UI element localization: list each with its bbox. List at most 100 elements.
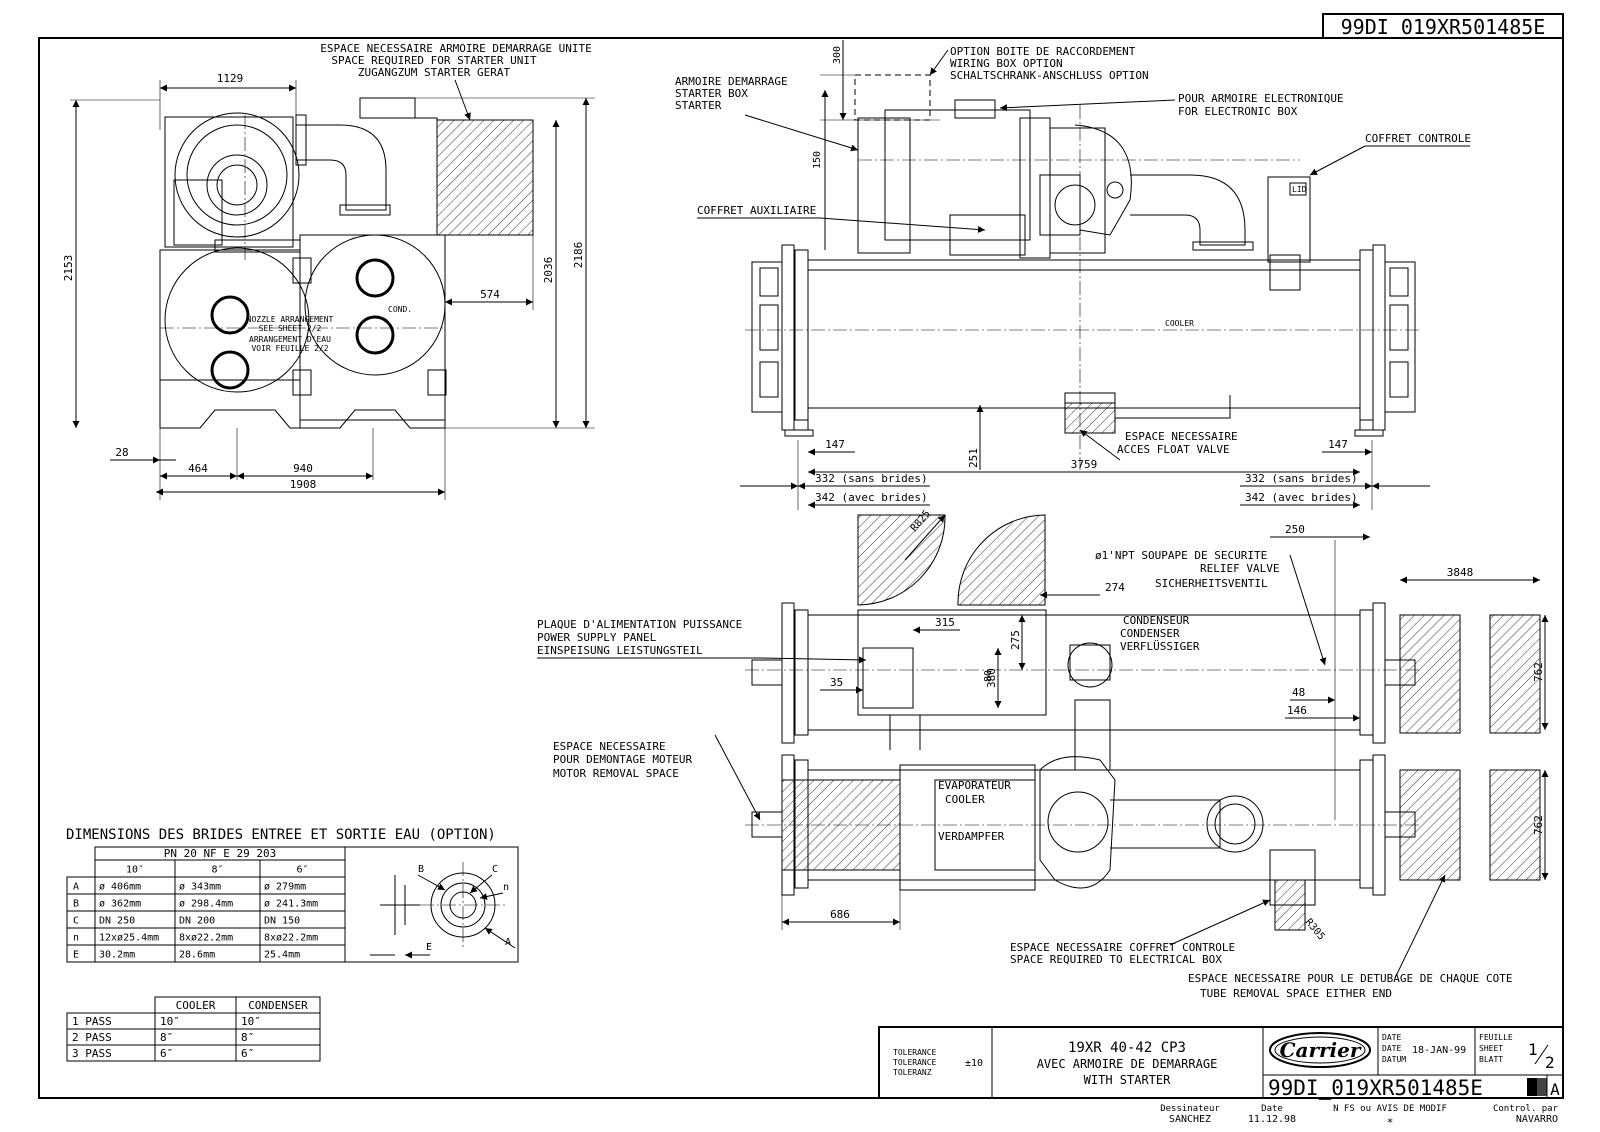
flange-cell-text: B (73, 899, 79, 910)
date-label-1: DATE (1382, 1033, 1401, 1042)
dim-2036: 2036 (542, 257, 555, 284)
condenser-3: VERFLÜSSIGER (1120, 640, 1200, 653)
flange-cell-text: 8xø22.2mm (264, 933, 318, 944)
flange-cell-text: 8xø22.2mm (179, 933, 233, 944)
evaporator-2: COOLER (945, 793, 985, 806)
flange-cell-text: ø 298.4mm (179, 899, 233, 910)
nozzle-note-1: NOZZLE ARRANGEMENT (247, 315, 334, 324)
flange-symbol-frame (344, 846, 519, 963)
dim-150: 150 (812, 151, 823, 169)
tube-removal-2: TUBE REMOVAL SPACE EITHER END (1200, 987, 1392, 1000)
control-box-space-1: ESPACE NECESSAIRE COFFRET CONTROLE (1010, 941, 1235, 954)
flange-c-label: C (492, 864, 498, 875)
pass-cell-text: 2 PASS (72, 1031, 112, 1044)
flange-cell (66, 944, 96, 963)
dim-147-left: 147 (825, 438, 845, 451)
power-panel-3: EINSPEISUNG LEISTUNGSTEIL (537, 644, 703, 657)
motor-removal-3: MOTOR REMOVAL SPACE (553, 767, 679, 780)
flange-cell (66, 910, 96, 929)
flange-cell-text: ø 362mm (99, 899, 141, 910)
drawing-number: 99DI_019XR501485E (1341, 15, 1546, 39)
flange-cell-text: DN 150 (264, 916, 300, 927)
title-line-1: 19XR 40-42 CP3 (1068, 1040, 1186, 1056)
flange-cell-text: ø 406mm (99, 882, 141, 893)
dim-275: 275 (1009, 630, 1022, 650)
flange-cell-text: n (73, 933, 79, 944)
flange-cell-text: 10″ (126, 865, 144, 876)
carrier-logo (1269, 1032, 1371, 1068)
flange-b-label: B (418, 864, 424, 875)
title-line-2: AVEC ARMOIRE DE DEMARRAGE (1037, 1057, 1218, 1071)
avec-brides-right: 342 (avec brides) (1245, 491, 1358, 504)
starter-box-3: STARTER (675, 99, 722, 112)
electronic-box-1: POUR ARMOIRE ELECTRONIQUE (1178, 92, 1344, 105)
starter-space-note-2: SPACE REQUIRED FOR STARTER UNIT (331, 54, 537, 67)
flange-cell-text: ø 241.3mm (264, 899, 318, 910)
dim-251: 251 (967, 448, 980, 468)
dim-380: 380 (985, 668, 998, 688)
flange-cell-text: 28.6mm (179, 950, 215, 961)
flange-cell-text: 8″ (211, 865, 223, 876)
flange-dimensions: DIMENSIONS DES BRIDES ENTREE ET SORTIE E… (66, 827, 519, 963)
lid-label: LID (1292, 185, 1307, 194)
title-line-3: WITH STARTER (1084, 1073, 1171, 1087)
option-box-3: SCHALTSCHRANK-ANSCHLUSS OPTION (950, 69, 1149, 82)
tolerance-label-3: TOLERANZ (893, 1068, 932, 1077)
starter-box-1: ARMOIRE DEMARRAGE (675, 75, 788, 88)
coffret-controle: COFFRET CONTROLE (1365, 132, 1471, 145)
motor-removal-1: ESPACE NECESSAIRE (553, 740, 666, 753)
flange-cell-text: C (73, 916, 79, 927)
flange-cell-text: DN 200 (179, 916, 215, 927)
dim-574: 574 (480, 288, 500, 301)
pass-cell-text: COOLER (176, 999, 216, 1012)
flange-table-title: DIMENSIONS DES BRIDES ENTREE ET SORTIE E… (66, 827, 496, 843)
starter-box-2: STARTER BOX (675, 87, 748, 100)
pass-cell-text: 8″ (160, 1031, 173, 1044)
dim-250: 250 (1285, 523, 1305, 536)
revision: A (1550, 1080, 1560, 1099)
sans-brides-left: 332 (sans brides) (815, 472, 928, 485)
sheet-label-1: FEUILLE (1479, 1033, 1513, 1042)
nozzle-note-3: ARRANGEMENT D'EAU (249, 335, 331, 344)
flange-cell-text: 30.2mm (99, 950, 135, 961)
control-box-space-2: SPACE REQUIRED TO ELECTRICAL BOX (1010, 953, 1222, 966)
dim-300: 300 (832, 46, 843, 64)
drawing-number-box: 99DI_019XR501485E (1322, 13, 1564, 39)
power-panel-2: POWER SUPPLY PANEL (537, 631, 657, 644)
date-label-3: DATUM (1382, 1055, 1406, 1064)
flange-cell-text: DN 250 (99, 916, 135, 927)
dim-147-right: 147 (1328, 438, 1348, 451)
date-label-2: DATE (1382, 1044, 1401, 1053)
dim-1908: 1908 (290, 478, 317, 491)
dim-146: 146 (1287, 704, 1307, 717)
dim-3759: 3759 (1071, 458, 1098, 471)
date-value: 18-JAN-99 (1412, 1045, 1466, 1056)
tolerance-label-2: TOLERANCE (893, 1058, 937, 1067)
dim-762-bottom: 762 (1532, 815, 1545, 835)
option-box-1: OPTION BOITE DE RACCORDEMENT (950, 45, 1136, 58)
plan-view: R825 (537, 508, 1549, 1000)
flange-cell (66, 876, 96, 895)
pass-cell-text: 3 PASS (72, 1047, 112, 1060)
flange-cell-text: ø 279mm (264, 882, 306, 893)
float-valve-1: ESPACE NECESSAIRE (1125, 430, 1238, 443)
tube-removal-1: ESPACE NECESSAIRE POUR LE DETUBAGE DE CH… (1188, 972, 1513, 985)
flange-cell (66, 893, 96, 912)
nfs-value: ∗ (1387, 1114, 1394, 1127)
relief-valve-3: SICHERHEITSVENTIL (1155, 577, 1268, 590)
dim-35: 35 (830, 676, 843, 689)
flange-cell-text: 12xø25.4mm (99, 933, 159, 944)
pass-cell-text: 6″ (241, 1047, 254, 1060)
dim-28: 28 (115, 446, 128, 459)
float-valve-2: ACCES FLOAT VALVE (1117, 443, 1230, 456)
dim-1129: 1129 (217, 72, 244, 85)
dim-464: 464 (188, 462, 208, 475)
carrier-logo-text: Carrier (1280, 1038, 1362, 1062)
nozzle-note-2: SEE SHEET 2/2 (259, 324, 322, 333)
pass-cell-text: 10″ (241, 1015, 261, 1028)
dim-686: 686 (830, 908, 850, 921)
power-panel-1: PLAQUE D'ALIMENTATION PUISSANCE (537, 618, 742, 631)
option-box-2: WIRING BOX OPTION (950, 57, 1063, 70)
pass-cell-text: 10″ (160, 1015, 180, 1028)
